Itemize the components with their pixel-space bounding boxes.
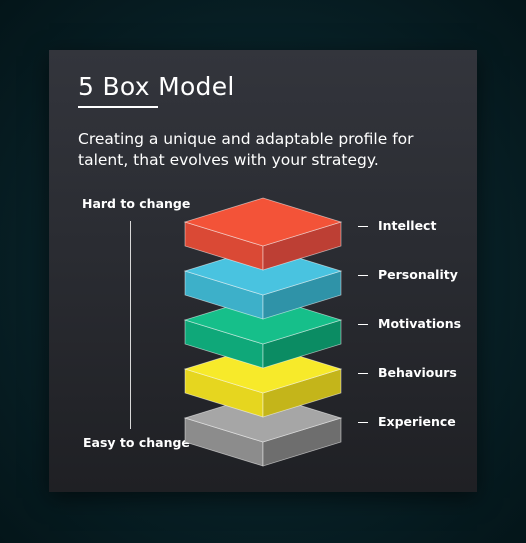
label-dash (358, 324, 368, 325)
box-top-face (183, 197, 343, 247)
layer-label-text: Experience (378, 414, 456, 429)
layer-label-intellect: Intellect (358, 218, 436, 233)
box-stack (183, 197, 343, 467)
label-dash (358, 373, 368, 374)
layer-label-personality: Personality (358, 267, 458, 282)
five-box-model-card: 5 Box Model Creating a unique and adapta… (49, 50, 477, 492)
label-dash (358, 422, 368, 423)
subtitle: Creating a unique and adaptable profile … (78, 130, 414, 169)
layer-label-motivations: Motivations (358, 316, 461, 331)
box-layer-motivations (183, 295, 343, 369)
box-top-face (183, 393, 343, 443)
box-layer-intellect (183, 197, 343, 271)
axis-label-easy: Easy to change (83, 435, 190, 450)
layer-label-text: Intellect (378, 218, 437, 233)
box-top-face (183, 344, 343, 394)
axis-line (130, 221, 131, 429)
box-layer-behaviours (183, 344, 343, 418)
title-underline (78, 106, 158, 108)
box-top-face (183, 295, 343, 345)
axis-label-hard: Hard to change (82, 196, 191, 211)
layer-label-behaviours: Behaviours (358, 365, 457, 380)
layer-label-text: Behaviours (378, 365, 457, 380)
page-title: 5 Box Model (78, 72, 235, 101)
label-dash (358, 226, 368, 227)
box-top-face (183, 246, 343, 296)
layer-label-text: Personality (378, 267, 458, 282)
label-dash (358, 275, 368, 276)
layer-label-experience: Experience (358, 414, 456, 429)
box-layer-personality (183, 246, 343, 320)
box-layer-experience (183, 393, 343, 467)
layer-label-text: Motivations (378, 316, 462, 331)
